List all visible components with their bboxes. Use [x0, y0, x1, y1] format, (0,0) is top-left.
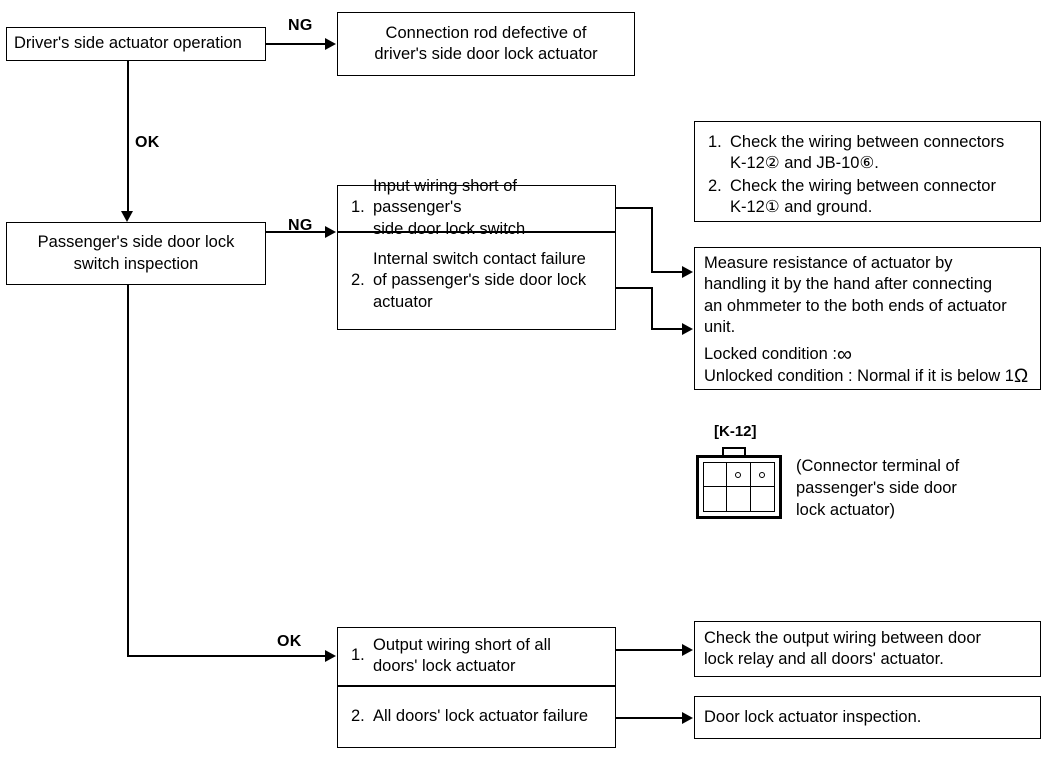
node-cause-2-label: Internal switch contact failure of passe…	[373, 249, 587, 311]
node-cause-1: 1. Input wiring short of passenger's sid…	[337, 177, 616, 238]
infinity-symbol: ∞	[837, 343, 852, 367]
edge-cause1-arrow	[682, 265, 693, 278]
node-action-measure-unlocked: Unlocked condition : Normal if it is bel…	[704, 366, 1044, 388]
edge-cause2-arrow	[682, 322, 693, 335]
node-action-measure-locked: Locked condition : ∞	[704, 343, 1041, 367]
edge-driver-ok-arrow	[121, 211, 134, 222]
node-cause-2: 2. Internal switch contact failure of pa…	[337, 232, 616, 330]
node-action-measure-locked-label: Locked condition :	[704, 345, 838, 364]
node-ok-causes-divider	[337, 685, 616, 687]
edge-cause1-line-v	[651, 207, 653, 272]
node-connection-rod-defective-label: Connection rod defective of driver's sid…	[374, 23, 598, 63]
edge-passenger-ng-line	[266, 231, 326, 233]
node-passenger-switch-inspection	[6, 222, 266, 285]
node-ok-cause-1-number: 1.	[351, 646, 365, 665]
node-connection-rod-defective	[337, 12, 635, 76]
edge-driver-ng-line	[266, 43, 326, 45]
edge-cause1-line-h1	[616, 207, 652, 209]
edge-cause2-line-v	[651, 287, 653, 330]
node-action-measure-resistance-body: Measure resistance of actuator by handli…	[704, 253, 1041, 341]
edge-cause2-line-h1	[616, 287, 652, 289]
node-action-measure-resistance	[694, 247, 1041, 390]
node-action-measure-unlocked-label: Unlocked condition : Normal if it is bel…	[704, 367, 1014, 386]
edge-ok-bottom-horizontal	[127, 655, 326, 657]
edge-label-ok-bottom: OK	[277, 633, 302, 650]
node-ok-cause-2-number: 2.	[351, 707, 365, 726]
edge-ok-cause2-arrow	[682, 711, 693, 724]
connector-cell-r1c1	[704, 463, 728, 487]
connector-name-label: [K-12]	[714, 423, 757, 440]
node-cause-2-number: 2.	[351, 271, 365, 290]
node-passenger-causes-divider	[337, 231, 616, 233]
connector-latch-tab	[722, 447, 746, 456]
node-driver-actuator-operation-label: Driver's side actuator operation	[14, 34, 242, 53]
node-passenger-switch-inspection-label: Passenger's side door lock switch inspec…	[37, 233, 235, 273]
connector-pictogram	[696, 447, 782, 519]
connector-housing	[696, 455, 782, 519]
node-cause-1-number: 1.	[351, 198, 365, 217]
node-action-check-wiring-item-1: 1. Check the wiring between connectors K…	[694, 128, 1041, 174]
edge-ok-cause1-arrow	[682, 643, 693, 656]
node-action-check-wiring-item-2: 2. Check the wiring between connector K-…	[694, 172, 1041, 218]
connector-cell-r2c1	[704, 487, 728, 511]
node-ok-action-door-lock-inspection-label: Door lock actuator inspection.	[704, 707, 922, 726]
connector-cell-r2c3	[751, 487, 774, 511]
edge-ok-bottom-vertical	[127, 285, 129, 657]
node-ok-action-door-lock-inspection	[694, 696, 1041, 739]
node-action-check-wiring-item-2-number: 2.	[708, 177, 722, 195]
connector-cell-r1c3	[750, 463, 774, 487]
edge-ok-cause2-line	[616, 717, 683, 719]
connector-pin-r1c3	[759, 471, 766, 478]
node-ok-cause-2-label: All doors' lock actuator failure	[373, 707, 588, 726]
connector-terminal-grid	[703, 462, 775, 512]
connector-cell-r1c2	[727, 463, 751, 487]
node-ok-cause-2: 2. All doors' lock actuator failure	[337, 686, 616, 748]
edge-label-ok-top: OK	[135, 134, 160, 151]
node-passenger-causes-group	[337, 185, 616, 330]
edge-cause1-line-h2	[651, 271, 683, 273]
node-ok-action-check-output-wiring	[694, 621, 1041, 677]
node-action-check-wiring-item-1-number: 1.	[708, 133, 722, 151]
edge-driver-ng-arrow	[325, 37, 336, 50]
node-action-check-wiring-item-2-label: Check the wiring between connector K-12①…	[730, 177, 996, 217]
edge-cause2-line-h2	[651, 328, 683, 330]
node-cause-1-label: Input wiring short of passenger's side d…	[373, 176, 526, 238]
node-action-check-wiring-item-1-label: Check the wiring between connectors K-12…	[730, 133, 1005, 173]
edge-passenger-ng-arrow	[325, 225, 336, 238]
node-action-check-wiring	[694, 121, 1041, 222]
node-action-measure-resistance-label: Measure resistance of actuator by handli…	[704, 254, 1007, 337]
edge-label-ng-top: NG	[288, 17, 313, 34]
connector-description: (Connector terminal of passenger's side …	[796, 457, 960, 519]
node-ok-action-check-output-wiring-label: Check the output wiring between door loc…	[704, 628, 982, 668]
node-ok-cause-1: 1. Output wiring short of all doors' loc…	[337, 627, 616, 685]
ohm-symbol: Ω	[1013, 365, 1029, 387]
connector-cell-r2c2	[727, 487, 751, 511]
node-ok-cause-1-label: Output wiring short of all doors' lock a…	[373, 635, 551, 675]
edge-ok-bottom-arrow	[325, 649, 336, 662]
node-driver-actuator-operation	[6, 27, 266, 61]
edge-ok-cause1-line	[616, 649, 683, 651]
connector-pin-r1c2	[735, 471, 742, 478]
edge-label-ng-mid: NG	[288, 217, 313, 234]
edge-driver-ok-line	[127, 61, 129, 216]
node-ok-causes-group	[337, 627, 616, 748]
